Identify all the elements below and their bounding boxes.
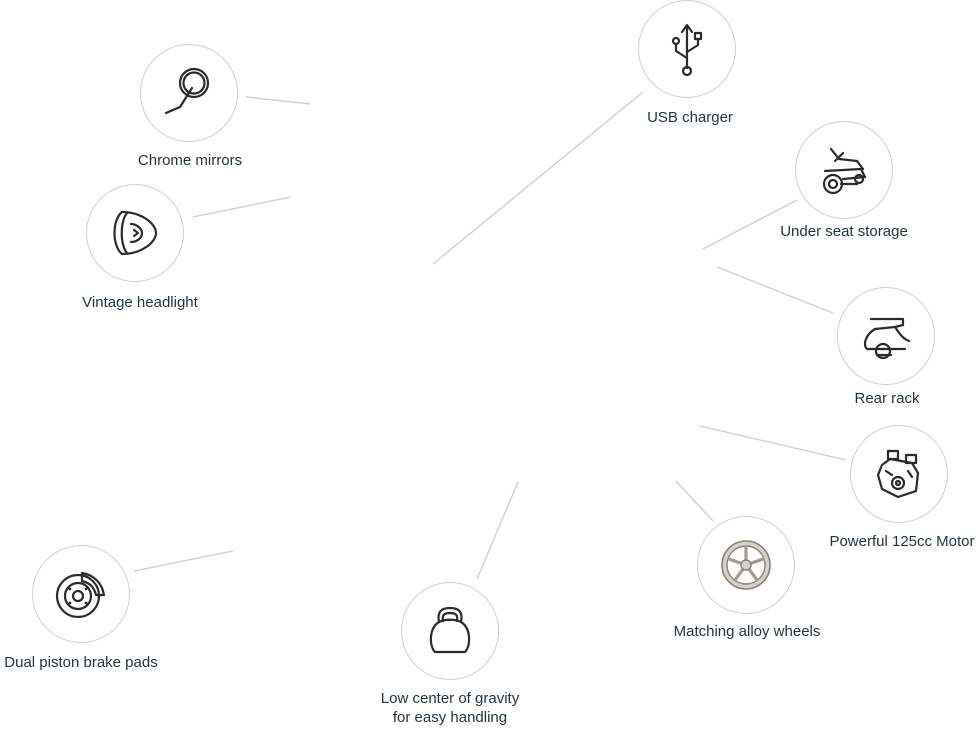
connector-line (432, 91, 644, 265)
feature-label-line2: for easy handling (392, 709, 508, 726)
kettlebell-icon (429, 606, 471, 654)
engine-icon (876, 449, 920, 499)
mirror-icon-circle (140, 44, 238, 142)
kettlebell-icon-circle (401, 582, 499, 680)
connector-line (476, 481, 519, 580)
feature-label: Under seat storage (780, 223, 908, 240)
connector-line (702, 199, 798, 250)
under-seat-storage-icon-circle (795, 121, 893, 219)
feature-label-line1: Low center of gravity (380, 690, 520, 707)
feature-label: Dual piston brake pads (4, 654, 158, 671)
usb-icon (671, 23, 703, 77)
engine-icon-circle (850, 425, 948, 523)
alloy-wheel-icon-circle (697, 516, 795, 614)
feature-label: Powerful 125cc Motor (829, 533, 975, 550)
alloy-wheel-icon (721, 540, 771, 590)
feature-label: Rear rack (854, 390, 920, 407)
connector-line (675, 480, 714, 522)
connector-line (192, 196, 292, 218)
rear-rack-icon-circle (837, 287, 935, 385)
connector-line (133, 550, 234, 572)
connector-line (699, 425, 847, 461)
under-seat-storage-icon (822, 147, 867, 195)
feature-label: USB charger (647, 109, 733, 126)
usb-icon-circle (638, 0, 736, 98)
brake-disc-icon-circle (32, 545, 130, 643)
headlight-icon-circle (86, 184, 184, 282)
brake-disc-icon (55, 571, 106, 619)
feature-label: Vintage headlight (82, 294, 198, 311)
connector-line (716, 266, 834, 314)
feature-label: Chrome mirrors (137, 152, 243, 169)
connector-line (245, 96, 311, 105)
feature-label: Matching alloy wheels (673, 623, 821, 640)
rear-rack-icon (864, 317, 911, 360)
mirror-icon (164, 67, 210, 115)
headlight-icon (113, 210, 158, 256)
